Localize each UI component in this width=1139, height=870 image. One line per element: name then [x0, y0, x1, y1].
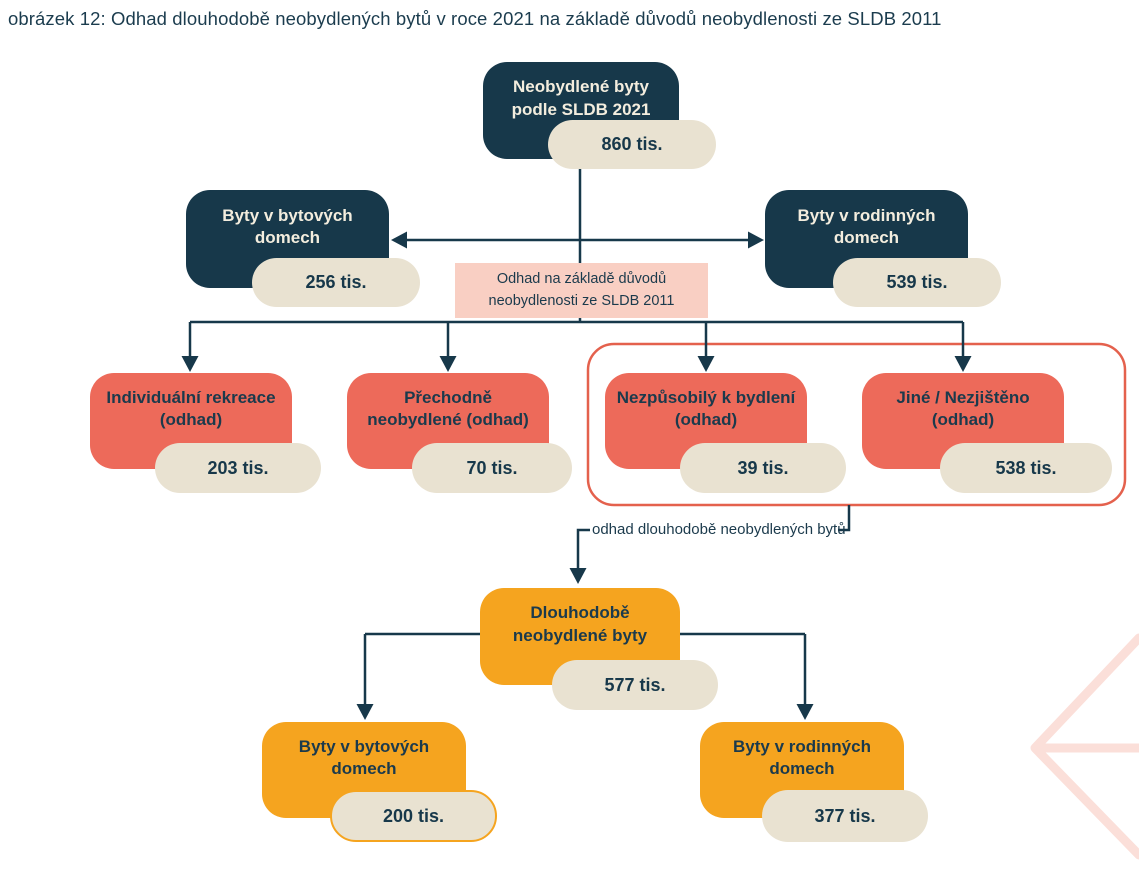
badge-longterm-unoccupied: 577 tis.	[552, 660, 718, 710]
figure-caption: obrázek 12: Odhad dlouhodobě neobydlenýc…	[8, 8, 942, 29]
badge-reason-unfit-for-habitation: 39 tis.	[680, 443, 846, 493]
longterm-group-outline	[586, 342, 1127, 507]
badge-reason-individual-recreation: 203 tis.	[155, 443, 321, 493]
badge-reason-other-unknown: 538 tis.	[940, 443, 1112, 493]
arrowheads	[181, 231, 972, 720]
badge-longterm-family-houses: 377 tis.	[762, 790, 928, 842]
badge-reason-temporarily-unoccupied: 70 tis.	[412, 443, 572, 493]
decorative-chevron-icon	[1030, 633, 1139, 860]
badge-root-value: 860 tis.	[548, 120, 716, 169]
badge-apartment-buildings-2021: 256 tis.	[252, 258, 420, 307]
bracket-note: odhad dlouhodobě neobydlených bytů	[592, 521, 846, 538]
method-note: Odhad na základě důvodů neobydlenosti ze…	[455, 263, 708, 318]
badge-family-houses-2021: 539 tis.	[833, 258, 1001, 307]
badge-longterm-apartment-buildings: 200 tis.	[330, 790, 497, 842]
